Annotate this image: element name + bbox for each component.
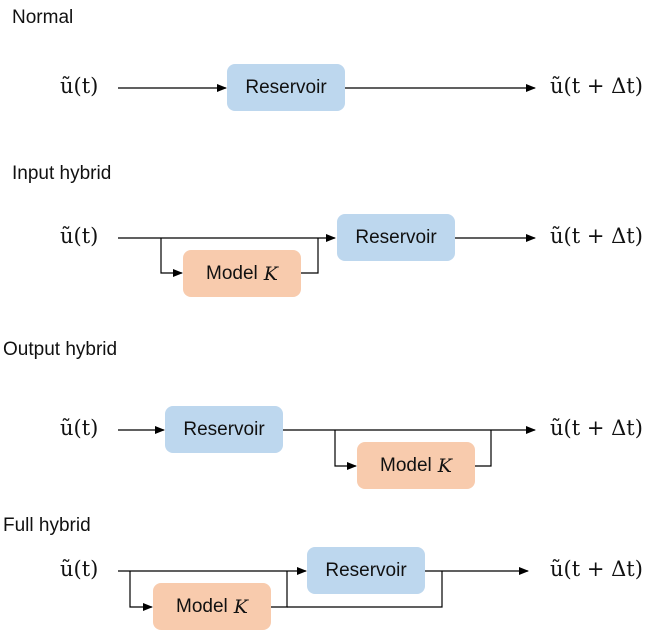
input-label: ũ(t) (60, 224, 99, 248)
reservoir-box: Reservoir (165, 406, 283, 453)
input-label: ũ(t) (60, 74, 99, 98)
input-hybrid-branch-to-model (160, 238, 183, 277)
output-hybrid-model-to-output (475, 430, 492, 467)
full-hybrid-branch-to-model (129, 571, 153, 611)
model-symbol: K (437, 454, 452, 477)
section-title-normal: Normal (12, 7, 74, 28)
model-label: Model (176, 595, 228, 617)
input-label: ũ(t) (60, 416, 99, 440)
reservoir-box: Reservoir (307, 547, 425, 594)
model-label: Model (380, 454, 432, 476)
input-hybrid-model-to-reservoir (301, 238, 319, 274)
model-symbol: K (233, 595, 248, 618)
output-label: ũ(t + Δt) (550, 416, 643, 440)
output-label: ũ(t + Δt) (550, 224, 643, 248)
full-hybrid-model-to-reservoir (271, 571, 288, 608)
model-symbol: K (263, 262, 278, 285)
reservoir-box: Reservoir (227, 64, 345, 111)
input-label: ũ(t) (60, 557, 99, 581)
model-label: Model (206, 262, 258, 284)
reservoir-box: Reservoir (337, 214, 455, 261)
output-label: ũ(t + Δt) (550, 557, 643, 581)
section-title-full-hybrid: Full hybrid (3, 515, 91, 536)
output-hybrid-branch-to-model (334, 430, 357, 470)
full-hybrid-model-bypass (287, 571, 443, 608)
section-title-input-hybrid: Input hybrid (12, 163, 112, 184)
output-label: ũ(t + Δt) (550, 74, 643, 98)
section-title-output-hybrid: Output hybrid (3, 339, 118, 360)
